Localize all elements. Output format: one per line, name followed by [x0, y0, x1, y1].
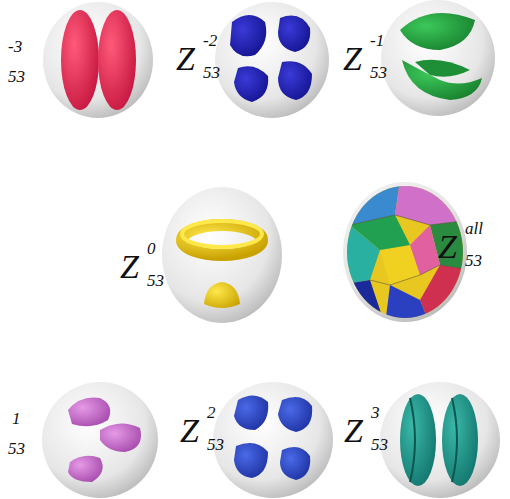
subscript-index: 53	[371, 436, 388, 453]
superscript-index: 1	[12, 410, 21, 427]
subscript-index: 53	[8, 440, 25, 457]
superscript-index: -1	[370, 32, 384, 49]
zernike-symbol: Z	[438, 230, 457, 264]
subscript-index: 53	[465, 252, 482, 269]
zernike-symbol: Z	[180, 414, 199, 448]
zernike-symbol: Z	[176, 42, 195, 76]
subscript-index: 53	[203, 64, 220, 81]
subscript-index: 53	[207, 436, 224, 453]
superscript-index: 2	[207, 404, 216, 421]
zernike-symbol: Z	[120, 250, 139, 284]
superscript-index: all	[465, 220, 483, 237]
zernike-symbol: Z	[344, 414, 363, 448]
subscript-index: 53	[147, 272, 164, 289]
superscript-index: -2	[203, 32, 217, 49]
zernike-symbol: Z	[343, 42, 362, 76]
subscript-index: 53	[8, 68, 25, 85]
superscript-index: -3	[8, 38, 22, 55]
superscript-index: 0	[147, 240, 156, 257]
subscript-index: 53	[370, 64, 387, 81]
superscript-index: 3	[371, 404, 380, 421]
